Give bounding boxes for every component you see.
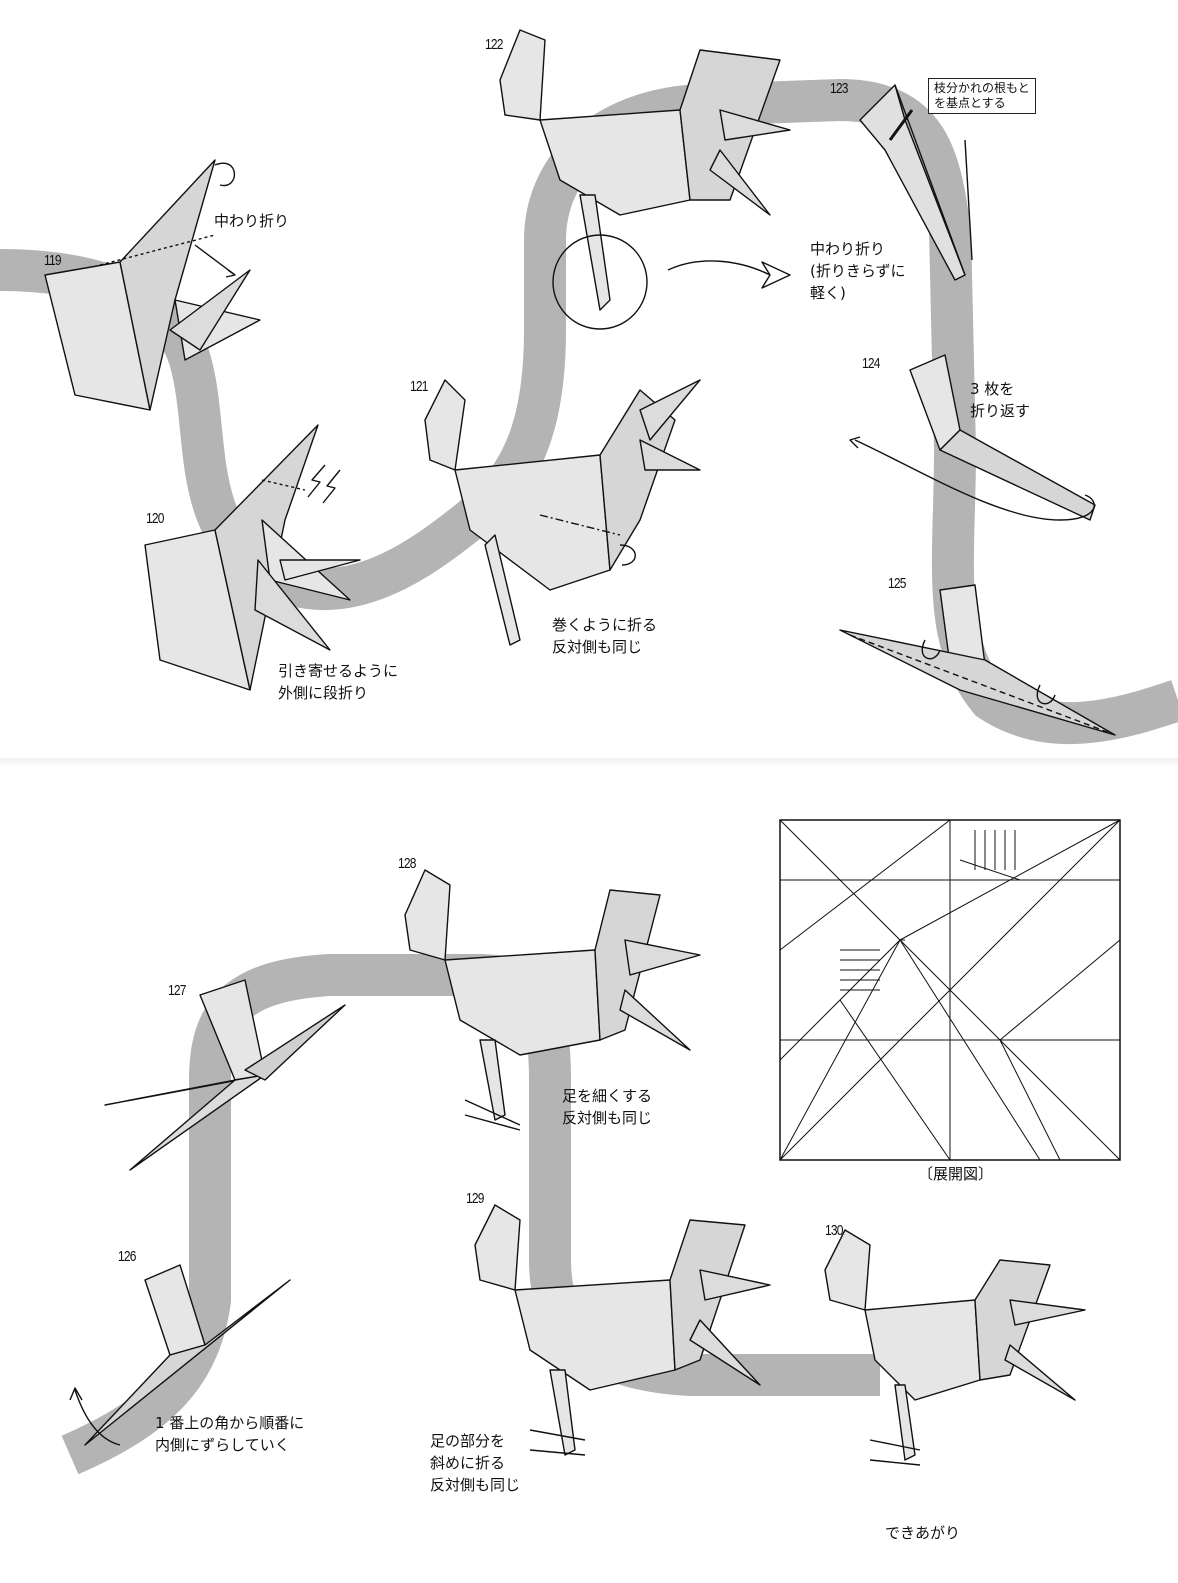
- step-129-figure: [474, 1204, 771, 1456]
- step-128-note: 足を細くする 反対側も同じ: [562, 1087, 653, 1127]
- step-number-119: 119: [44, 252, 62, 269]
- page-divider: [0, 758, 1178, 768]
- step-127-figure: [104, 979, 346, 1171]
- step-number-128: 128: [398, 855, 416, 872]
- step-126-figure: [69, 1264, 291, 1446]
- step-130-figure: [824, 1229, 1086, 1466]
- step-122-figure: [499, 29, 791, 330]
- step-number-124: 124: [862, 355, 880, 372]
- step-129-note: 足の部分を 斜めに折る 反対側も同じ: [430, 1432, 521, 1494]
- step-125-figure: [839, 584, 1116, 736]
- step-119-note: 中わり折り: [214, 212, 290, 230]
- step-number-126: 126: [118, 1248, 136, 1265]
- crease-pattern: [779, 819, 1121, 1161]
- step-130-note: できあがり: [885, 1524, 961, 1542]
- step-119-figure: [44, 159, 261, 411]
- step-number-130: 130: [825, 1222, 843, 1239]
- step-124-note: 3 枚を 折り返す: [970, 380, 1031, 420]
- step-number-121: 121: [410, 378, 428, 395]
- step-number-129: 129: [466, 1190, 484, 1207]
- step-number-127: 127: [168, 982, 186, 999]
- step-124-figure: [849, 354, 1096, 521]
- step-123-note: 中わり折り (折りきらずに 軽く): [810, 240, 906, 302]
- step-121-note: 巻くように折る 反対側も同じ: [552, 616, 658, 656]
- step-126-note: 1 番上の角から順番に 内側にずらしていく: [155, 1414, 305, 1454]
- step-120-figure: [144, 424, 361, 691]
- step-number-123: 123: [830, 80, 848, 97]
- step-120-note: 引き寄せるように 外側に段折り: [278, 662, 399, 702]
- step-123-box-note: 枝分かれの根もと を基点とする: [928, 78, 1036, 114]
- step-121-figure: [424, 379, 701, 646]
- step-number-125: 125: [888, 575, 906, 592]
- step-number-120: 120: [146, 510, 164, 527]
- step-123-figure: [859, 84, 973, 281]
- step-128-figure: [404, 869, 701, 1131]
- crease-pattern-caption: 〔展開図〕: [918, 1165, 994, 1183]
- step-number-122: 122: [485, 36, 503, 53]
